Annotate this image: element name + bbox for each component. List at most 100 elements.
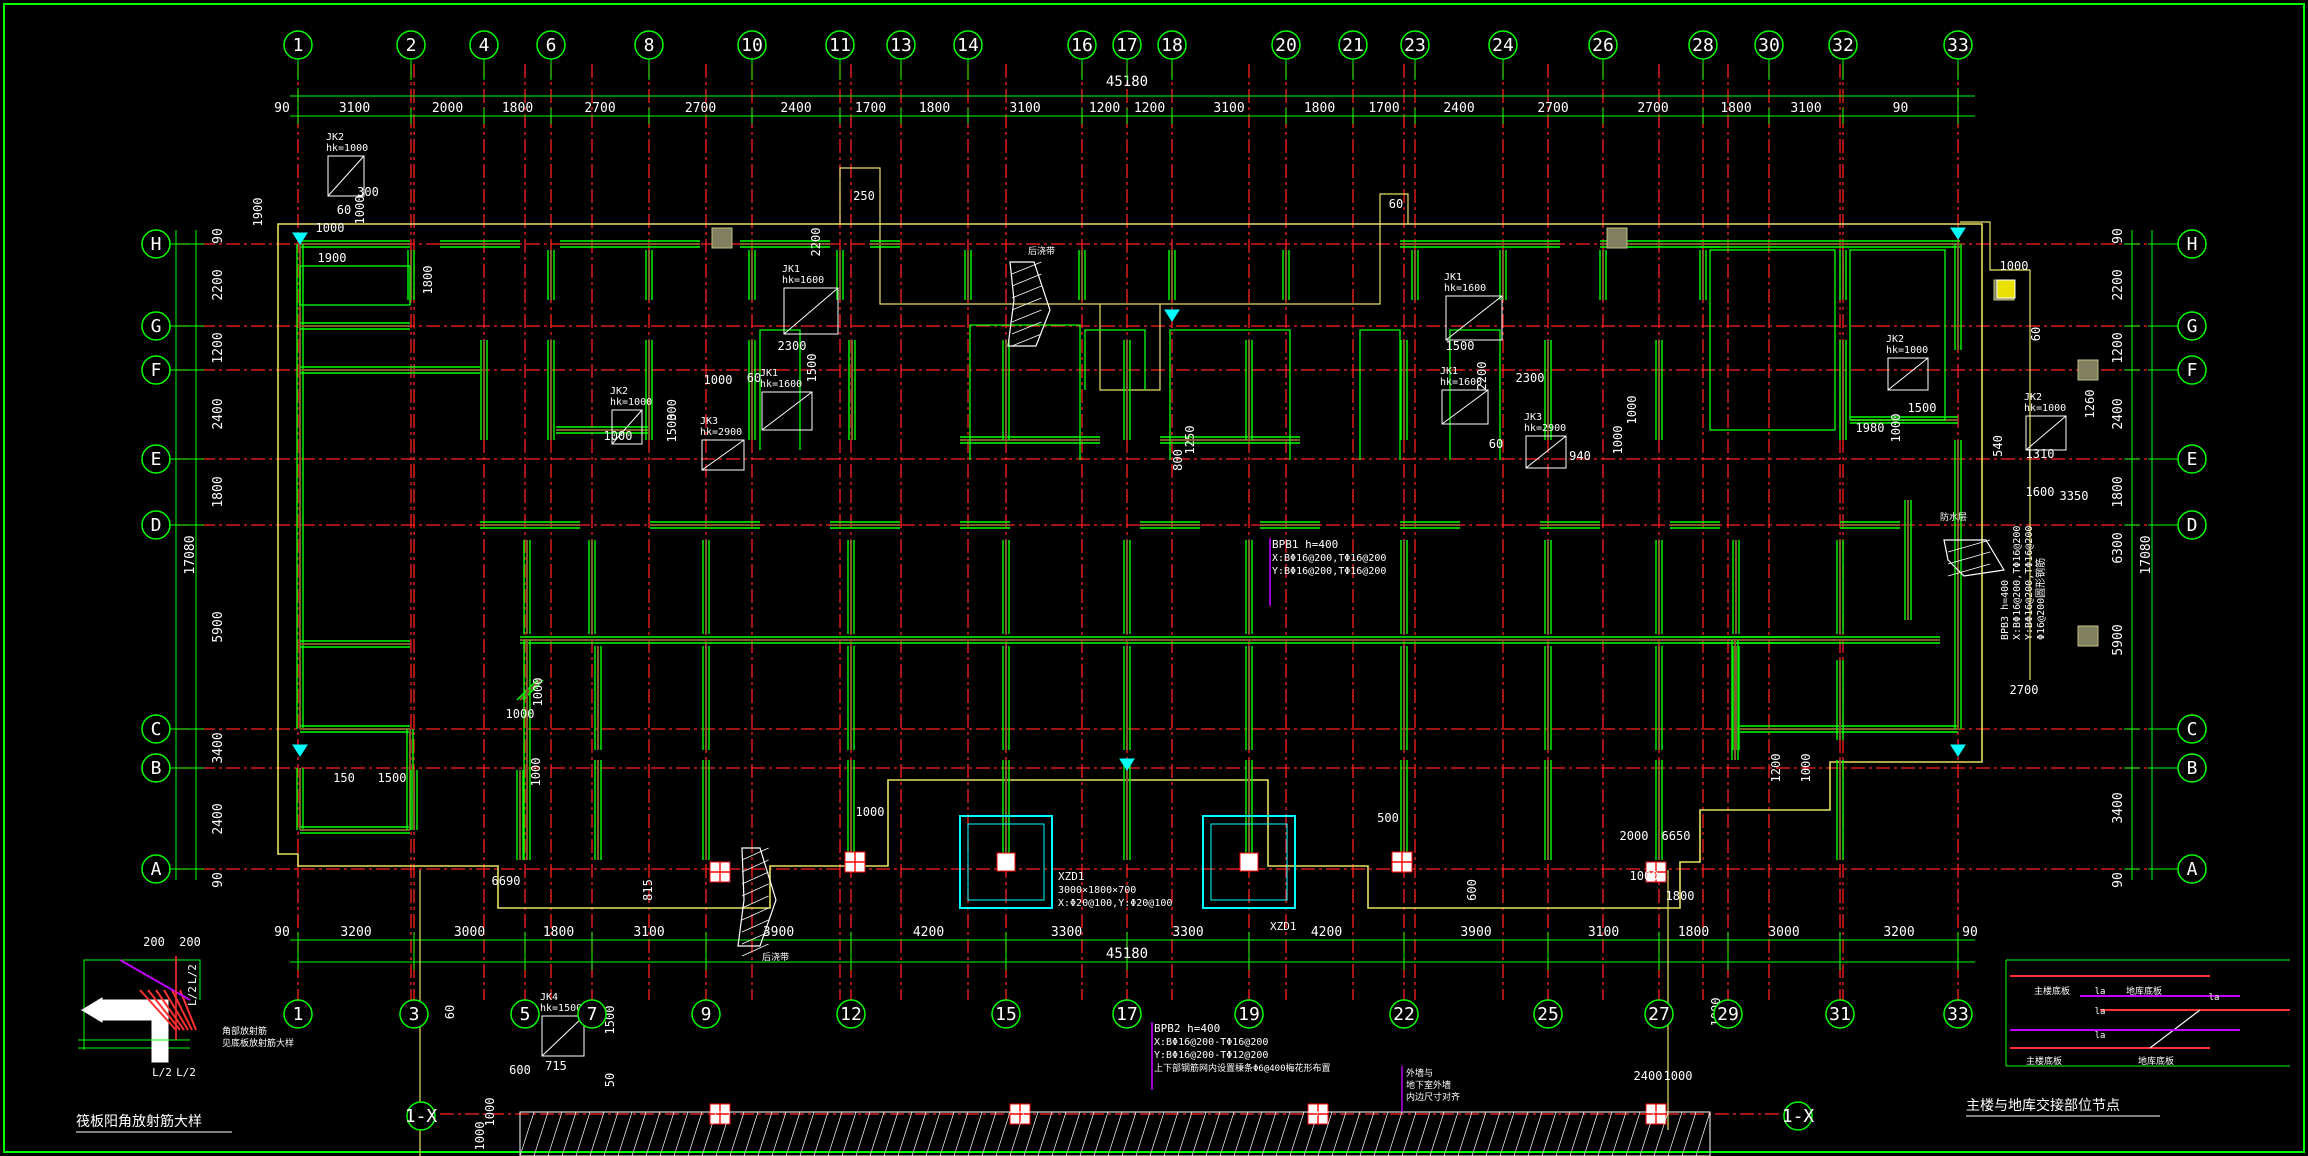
dim-misc: 3350 [2060,489,2089,503]
basement-hatch [1471,1111,1487,1156]
basement-hatch [1079,1111,1095,1156]
grid-bubble-bottom: 29 [1717,1004,1739,1025]
basement-hatch [771,1111,787,1156]
detail-dim-text: 200 [143,935,165,949]
opening-box [1441,389,1489,425]
dim-misc: 1900 [318,251,347,265]
dim-misc: 1000 [1889,414,1903,443]
sheet-frame [3,3,2305,1153]
opening-height: hk=1600 [1444,283,1486,294]
dim-misc: 1600 [2026,485,2055,499]
dim-right-segment: 90 [2111,228,2126,244]
opening-diagonal [1441,389,1489,425]
dim-left-segment: 3400 [211,732,226,763]
grid-bubble-top: 14 [957,35,979,56]
grid-bubble-right: B [2187,758,2198,779]
dim-misc: 940 [1569,449,1591,463]
dim-misc: 50 [603,1073,617,1087]
post-pour-strip-hatch [741,919,769,933]
basement-hatch [799,1111,815,1156]
dim-bottom-segment: 3300 [1172,925,1203,940]
basement-hatch [1499,1111,1515,1156]
dim-misc: 1000 [353,196,367,225]
grid-bubble-right: C [2187,719,2198,740]
dim-misc: 2400 [1634,1069,1663,1083]
dim-bottom-segment: 3200 [340,925,371,940]
slab-rebar-note: Φ16@200圆形钢筋 [2034,558,2047,640]
dim-misc: 1900 [251,198,265,227]
basement-hatch [1443,1111,1459,1156]
opening-box [701,439,745,471]
dim-top-segment: 1800 [1304,101,1335,116]
post-pour-strip-hatch [1947,563,1991,577]
basement-hatch [1681,1111,1697,1156]
waterproof-label: 防水层 [1940,511,1967,523]
post-pour-strip [1007,261,1051,347]
post-pour-strip-hatch [1947,551,1991,565]
dim-misc: 150 [333,771,355,785]
dim-misc: 1500 [1446,339,1475,353]
post-pour-strip-hatch [741,847,769,861]
shear-wall-box [969,324,1081,460]
grid-bubble-left: A [151,859,162,880]
dim-misc: 1500 [805,354,819,383]
opening-height: hk=1000 [610,397,652,408]
grid-bubble-left: E [151,449,162,470]
dim-bottom-segment: 3100 [633,925,664,940]
basement-hatch [1415,1111,1431,1156]
dim-right-total: 17080 [2139,535,2154,574]
detail-dim-text: 200 [179,935,201,949]
dim-misc: 1310 [2026,447,2055,461]
opening-box [783,287,839,335]
detail-label: la [2095,987,2106,997]
dim-misc: 1000 [856,805,885,819]
slab-rebar-y: Y:BΦ16@200,TΦ16@200 [2024,526,2035,640]
basement-hatch [939,1111,955,1156]
grid-bubble-right: E [2187,449,2198,470]
dim-misc: 1500 [378,771,407,785]
grid-bubble-bottom: 27 [1648,1004,1670,1025]
grid-bubble-bottom: 15 [995,1004,1017,1025]
dim-right-segment: 1200 [2111,332,2126,363]
grid-bubble-bottom-circle [1644,999,1674,1029]
shear-wall-box [1084,329,1146,390]
opening-label: JK1 [760,368,778,379]
basement-hatch [1275,1111,1291,1156]
dim-misc: 1800 [1666,889,1695,903]
basement-hatch [1555,1111,1571,1156]
pile-cap-inner [967,823,1045,901]
post-pour-strip-hatch [1947,539,1991,553]
basement-hatch [1583,1111,1599,1156]
basement-hatch [617,1111,633,1156]
basement-hatch [659,1111,675,1156]
dim-misc: 6650 [1662,829,1691,843]
dim-top-segment: 90 [1893,101,1909,116]
basement-hatch [1653,1111,1669,1156]
basement-hatch [1177,1111,1193,1156]
grid-bubble-top: 6 [546,35,557,56]
basement-hatch [1569,1111,1585,1156]
opening-box [2025,415,2067,451]
basement-hatch [1345,1111,1361,1156]
basement-hatch [1513,1111,1529,1156]
dim-bottom-segment: 4200 [913,925,944,940]
dim-bottom-segment: 3900 [1460,925,1491,940]
grid-bubble-bottom: 31 [1829,1004,1851,1025]
dim-left-segment: 90 [211,872,226,888]
dim-top-segment: 2700 [1537,101,1568,116]
basement-hatch [1639,1111,1655,1156]
grid-bubble-top: 33 [1947,35,1969,56]
dim-bottom-segment: 90 [274,925,290,940]
pile-cap-outer [959,815,1053,909]
grid-bubble-bottom-circle [836,999,866,1029]
basement-hatch [1037,1111,1053,1156]
dim-misc: 1000 [473,1122,487,1151]
basement-hatch [1247,1111,1263,1156]
grid-bubble-left: B [151,758,162,779]
opening-label: JK4 [540,992,558,1003]
post-pour-strip-hatch [741,907,769,921]
opening-box [541,1015,585,1057]
dim-top-segment: 3100 [1213,101,1244,116]
